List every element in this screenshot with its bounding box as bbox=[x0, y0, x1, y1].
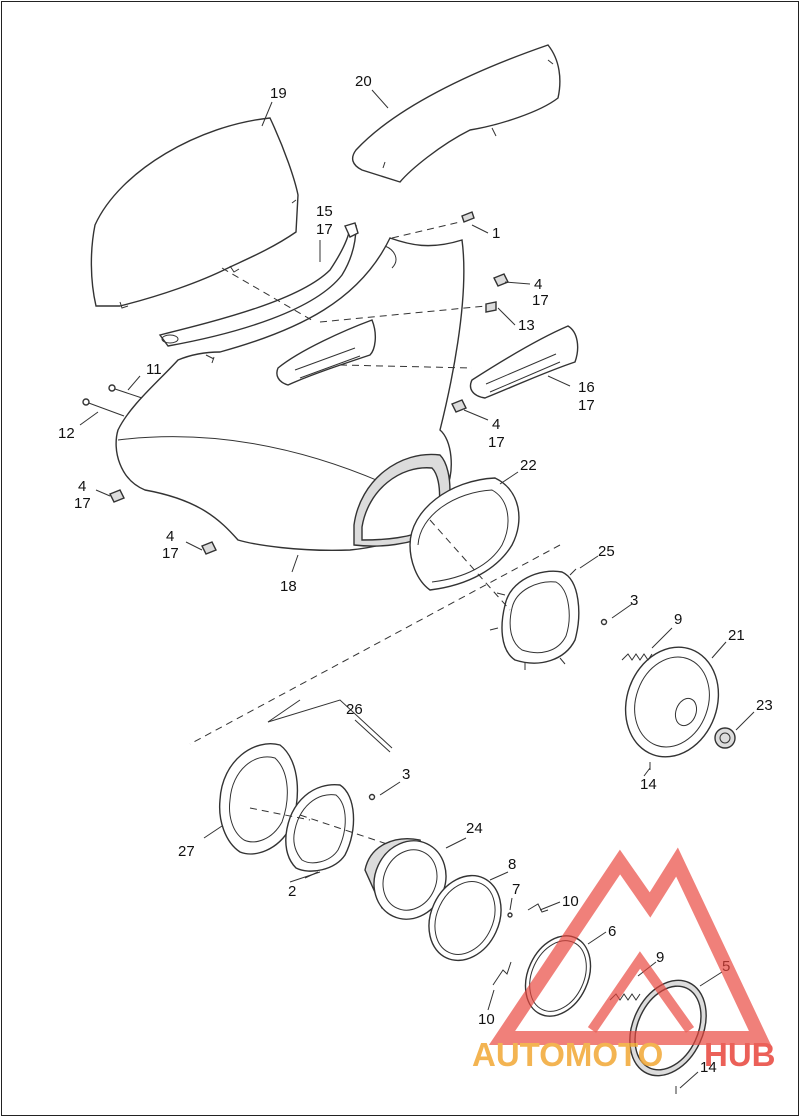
clips bbox=[492, 903, 549, 986]
watermark-text-part1: AUTOMOTO bbox=[472, 1036, 663, 1073]
callout-7: 7 bbox=[512, 881, 520, 898]
watermark-text-part2: HUB bbox=[704, 1036, 776, 1073]
headlamp-trim-ring bbox=[409, 477, 520, 591]
callout-23: 23 bbox=[756, 697, 773, 714]
windshield-tall bbox=[90, 117, 299, 309]
callout-3-lower: 3 bbox=[402, 766, 410, 783]
callout-22: 22 bbox=[520, 457, 537, 474]
callout-1: 1 bbox=[492, 225, 500, 242]
watermark: AUTOMOTO HUB bbox=[472, 847, 776, 1073]
callout-15: 15 bbox=[316, 203, 333, 220]
callout-21: 21 bbox=[728, 627, 745, 644]
fasteners bbox=[82, 211, 677, 1094]
callout-numbers: 19 20 15 17 1 4 17 13 16 17 4 17 11 12 4… bbox=[58, 73, 773, 1076]
callout-13: 13 bbox=[518, 317, 535, 334]
headlamp-bulb bbox=[714, 727, 736, 749]
callout-26: 26 bbox=[346, 701, 363, 718]
callout-17-lower: 17 bbox=[162, 545, 179, 562]
callout-8: 8 bbox=[508, 856, 516, 873]
callout-9-upper: 9 bbox=[674, 611, 682, 628]
callout-19: 19 bbox=[270, 85, 287, 102]
callout-14-upper: 14 bbox=[640, 776, 657, 793]
callout-20: 20 bbox=[355, 73, 372, 90]
callout-16: 16 bbox=[578, 379, 595, 396]
windshield-trim-strip bbox=[158, 222, 359, 347]
callout-4-upper: 4 bbox=[534, 276, 542, 293]
callout-12: 12 bbox=[58, 425, 75, 442]
callout-4-left: 4 bbox=[78, 478, 86, 495]
callout-6: 6 bbox=[608, 923, 616, 940]
callout-17-right: 17 bbox=[488, 434, 505, 451]
callout-27: 27 bbox=[178, 843, 195, 860]
callout-4-lower: 4 bbox=[166, 528, 174, 545]
callout-3-upper: 3 bbox=[630, 592, 638, 609]
callout-10-lower: 10 bbox=[478, 1011, 495, 1028]
callout-17-trim: 17 bbox=[316, 221, 333, 238]
callout-17-left: 17 bbox=[74, 495, 91, 512]
callout-24: 24 bbox=[466, 820, 483, 837]
callout-10-upper: 10 bbox=[562, 893, 579, 910]
windshield-short bbox=[351, 44, 561, 183]
fairing-vents bbox=[276, 319, 579, 399]
callout-17-vent: 17 bbox=[578, 397, 595, 414]
assembly-lines bbox=[189, 221, 561, 846]
callout-4-right: 4 bbox=[492, 416, 500, 433]
callout-14-lower: 14 bbox=[700, 1059, 717, 1076]
callout-9-lower: 9 bbox=[656, 949, 664, 966]
adapter-ring bbox=[285, 784, 355, 872]
headlamp-mounting-bracket bbox=[489, 568, 580, 670]
callout-11: 11 bbox=[146, 361, 162, 378]
leader-lines bbox=[79, 89, 755, 1089]
callout-17-upper: 17 bbox=[532, 292, 549, 309]
callout-25: 25 bbox=[598, 543, 615, 560]
headlamp-lens bbox=[624, 646, 720, 758]
retaining-ring bbox=[428, 874, 502, 962]
callout-2: 2 bbox=[288, 883, 296, 900]
callout-18: 18 bbox=[280, 578, 297, 595]
headlamp-assembly bbox=[364, 838, 447, 920]
